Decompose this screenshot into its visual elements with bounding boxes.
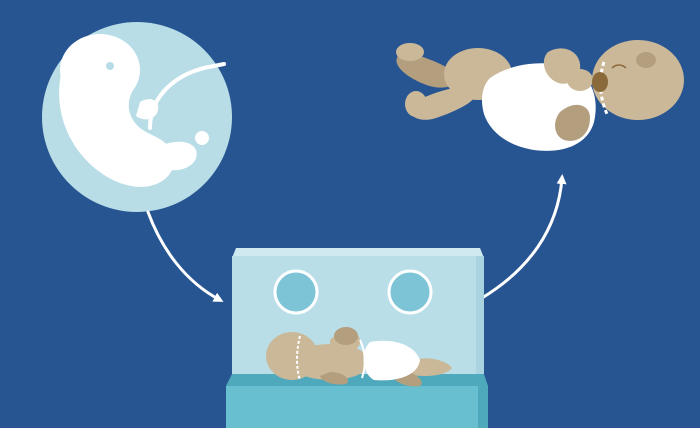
embryo-eye [106,62,114,70]
embryo-in-womb-icon [42,22,232,212]
incubator-port-right [389,271,431,313]
incubator-base-top [226,374,488,386]
incubator-base-side [478,386,488,428]
incubator-port-left [275,271,317,313]
incubator-base [226,386,488,428]
incubator-glass-edge [476,256,484,380]
incubator-icon [226,248,488,428]
